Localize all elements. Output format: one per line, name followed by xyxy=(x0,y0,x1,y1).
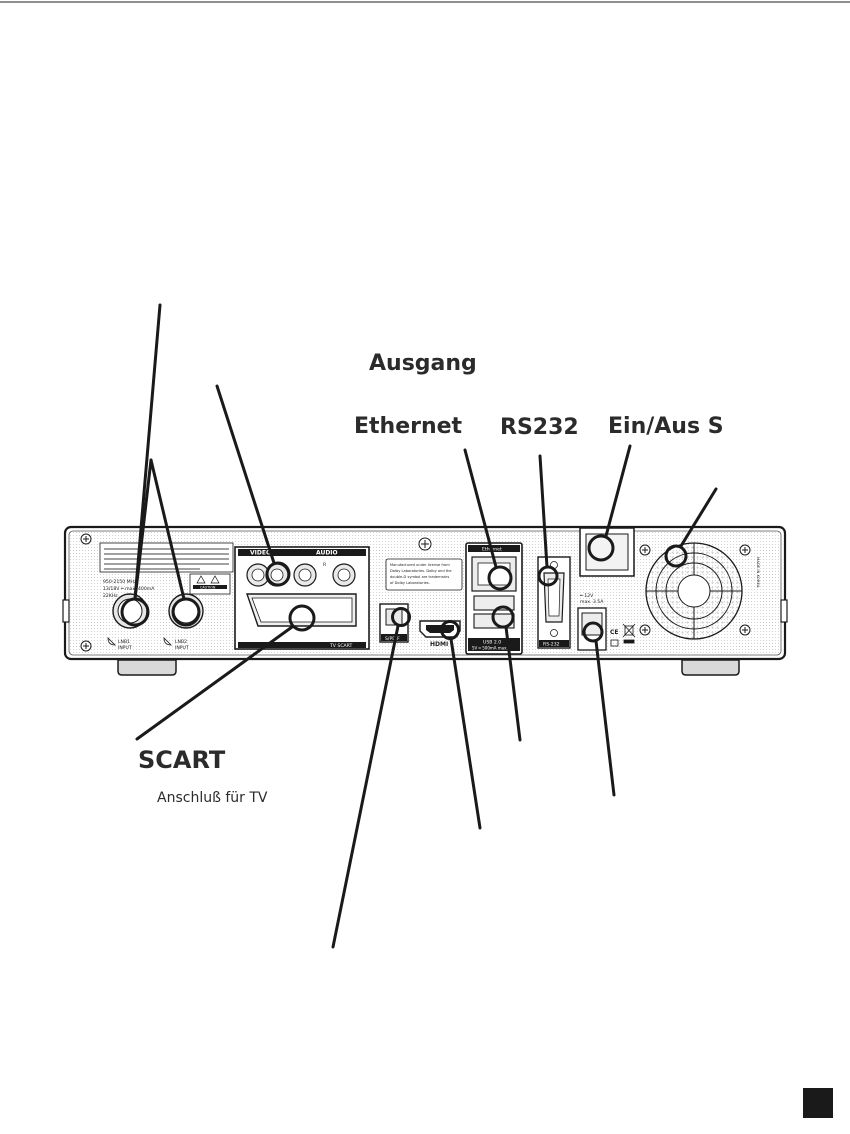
freq-text: 950-2150 MHz xyxy=(103,579,137,585)
callout-scart: SCART xyxy=(138,746,226,774)
tv-scart-label: TV SCART xyxy=(329,643,353,649)
usb-power-label: 5V ═ 500mA max. xyxy=(472,646,508,651)
caution-sticker: CAUTION xyxy=(189,573,231,595)
leader-lines xyxy=(133,303,718,949)
svg-text:of Dolby Laboratories.: of Dolby Laboratories. xyxy=(390,581,430,585)
made-in-label: MADE IN KOREA xyxy=(756,557,761,588)
callout-targets xyxy=(120,534,688,643)
power-jack xyxy=(577,607,607,651)
power-amp-label: max. 3.5A xyxy=(580,599,604,605)
screw-icons xyxy=(80,533,751,652)
spdif-label: S/PDIF xyxy=(385,636,400,642)
usb-label: USB 2.0 xyxy=(483,640,501,646)
lnb1-label: LNB1 xyxy=(118,639,130,645)
hdmi-label: HDMI xyxy=(430,641,448,648)
weee-bin-icon xyxy=(622,623,636,644)
rs232-port-label: RS-232 xyxy=(543,642,560,648)
audio-label: AUDIO xyxy=(316,550,338,557)
satellite-dish-icon xyxy=(107,637,172,646)
lnb-power-text: 13/18V ═ max. 400mA xyxy=(103,586,155,592)
audio-r-label: R xyxy=(323,562,327,568)
svg-text:Manufactured under license fro: Manufactured under license from xyxy=(390,563,450,567)
khz-text: 22KHz xyxy=(103,593,118,599)
callout-ein-aus: Ein/Aus S xyxy=(608,414,724,439)
video-label: VIDEO xyxy=(250,550,271,557)
callout-ausgang: Ausgang xyxy=(369,351,477,376)
av-panel xyxy=(234,546,370,650)
hdmi-connector xyxy=(419,620,461,638)
callout-scart-subtitle: Anschluß für TV xyxy=(157,790,268,806)
power-voltage-label: ═ 12V xyxy=(579,593,594,599)
lnb2-sub-label: INPUT xyxy=(175,645,189,651)
svg-text:CAUTION: CAUTION xyxy=(200,586,216,590)
dolby-sticker xyxy=(385,558,463,591)
page-corner-marker xyxy=(803,1088,833,1118)
fan-grille xyxy=(645,542,743,640)
ce-mark: CE xyxy=(610,629,619,636)
svg-text:Dolby Laboratories. Dolby and: Dolby Laboratories. Dolby and the xyxy=(390,569,452,573)
lnb1-sub-label: INPUT xyxy=(118,645,132,651)
callout-rs232: RS232 xyxy=(500,415,579,440)
license-sticker xyxy=(99,542,234,573)
lnb2-label: LNB2 xyxy=(175,639,187,645)
callout-ethernet: Ethernet xyxy=(354,414,463,439)
svg-text:double-D symbol are trademarks: double-D symbol are trademarks xyxy=(390,575,449,579)
